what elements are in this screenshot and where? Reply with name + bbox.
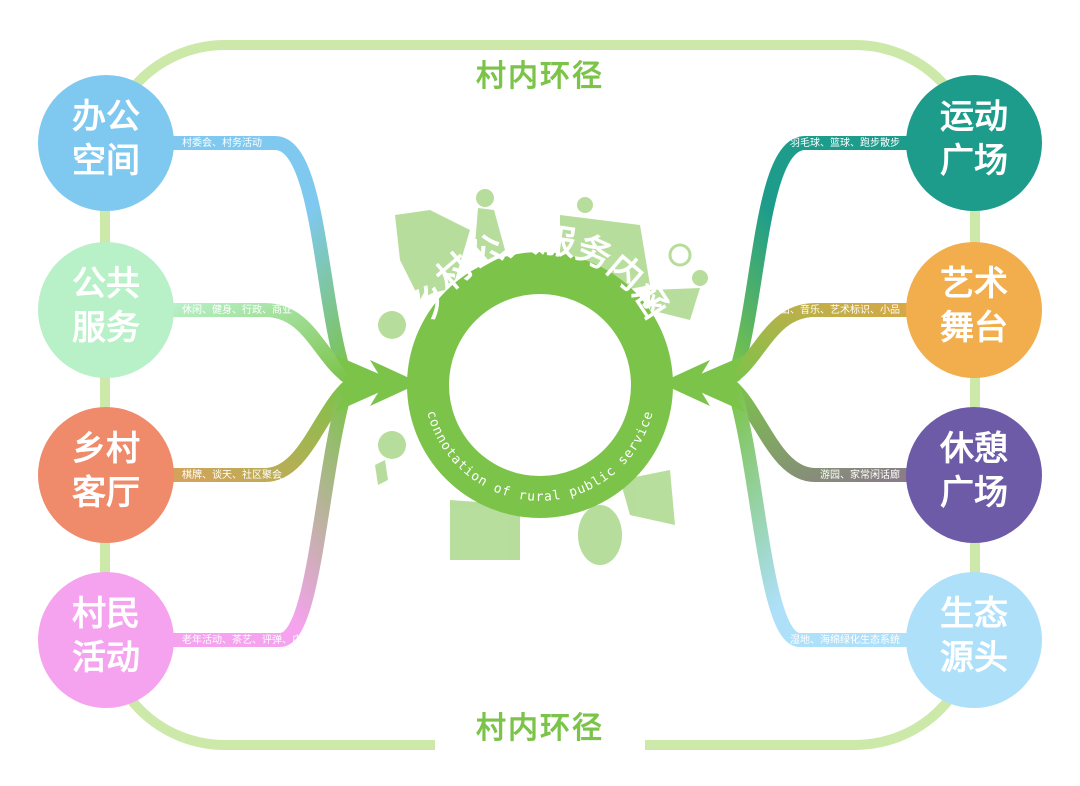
branch-curve-office xyxy=(153,136,352,382)
right-branches xyxy=(723,136,927,647)
node-circle xyxy=(38,242,174,378)
right-arrow-icon xyxy=(680,355,745,412)
node-circle xyxy=(38,407,174,543)
branch-label-office: 村委会、村务活动 xyxy=(182,136,262,149)
steam-icon xyxy=(375,460,388,485)
left-arrow-icon xyxy=(335,355,400,412)
node-public-service: 公共 服务 xyxy=(38,242,174,378)
node-line2: 活动 xyxy=(72,638,140,678)
node-line2: 广场 xyxy=(940,141,1008,181)
node-circle xyxy=(906,407,1042,543)
node-line2: 客厅 xyxy=(72,473,140,513)
node-line2: 源头 xyxy=(940,638,1008,678)
branch-curve-rest xyxy=(723,378,927,482)
node-line1: 运动 xyxy=(940,97,1008,137)
node-circle xyxy=(906,75,1042,211)
branch-curve-public xyxy=(153,303,357,385)
left-arrow-inner-icon xyxy=(370,360,420,406)
branch-curve-lounge xyxy=(153,378,357,482)
loop-label-bottom-bg xyxy=(435,700,645,750)
node-line1: 办公 xyxy=(72,97,140,137)
node-circle xyxy=(38,572,174,708)
branch-label-lounge: 棋牌、谈天、社区聚会 xyxy=(182,468,282,481)
center-subtitle: connotation of rural public service xyxy=(423,409,656,505)
node-sports-plaza: 运动 广场 xyxy=(906,75,1042,211)
branch-label-activity: 老年活动、茶艺、评弹、广场舞 xyxy=(182,633,322,646)
left-branches xyxy=(153,136,357,647)
node-line2: 服务 xyxy=(72,308,140,348)
node-village-lounge: 乡村 客厅 xyxy=(38,407,174,543)
node-line2: 广场 xyxy=(940,473,1008,513)
node-villager-activity: 村民 活动 xyxy=(38,572,174,708)
node-circle xyxy=(906,242,1042,378)
cyclist-icon xyxy=(620,470,675,525)
right-arrow-inner-icon xyxy=(660,360,710,406)
loop-label-top-bg xyxy=(435,50,645,100)
node-line2: 空间 xyxy=(72,141,140,181)
loop-label-bottom: 村内环径 xyxy=(476,711,604,746)
node-office-space: 办公 空间 xyxy=(38,75,174,211)
branch-label-sports: 乒乓球、羽毛球、篮球、跑步散步 xyxy=(750,136,900,149)
node-line1: 乡村 xyxy=(72,429,140,469)
tennis-player-body-icon xyxy=(650,288,700,320)
ball-icon xyxy=(378,431,406,459)
node-rest-plaza: 休憩 广场 xyxy=(906,407,1042,543)
racket-icon xyxy=(668,243,692,267)
branch-label-art: 演出、音乐、艺术标识、小品 xyxy=(770,303,900,316)
branch-label-public: 休闲、健身、行政、商业 xyxy=(182,303,292,316)
node-line1: 休憩 xyxy=(939,429,1008,469)
plant-icon xyxy=(378,311,406,339)
node-line1: 村民 xyxy=(72,594,140,634)
loop-label-top: 村内环径 xyxy=(476,59,604,94)
branch-curve-eco xyxy=(728,385,927,647)
walker-body-icon xyxy=(475,208,505,262)
center-ring xyxy=(407,252,673,518)
branch-curve-activity xyxy=(153,385,352,647)
leaf-icon xyxy=(578,505,622,565)
node-line1: 生态 xyxy=(940,594,1008,634)
node-art-stage: 艺术 舞台 xyxy=(906,242,1042,378)
branch-label-rest: 游园、家常闲话廊 xyxy=(820,468,900,481)
branch-curve-sports xyxy=(728,136,927,382)
node-circle xyxy=(906,572,1042,708)
branch-label-eco: 湿地、海绵绿化生态系统 xyxy=(790,633,900,646)
node-line1: 公共 xyxy=(72,264,140,304)
runner-head-icon xyxy=(577,197,593,213)
tennis-player-head-icon xyxy=(692,270,708,286)
children-group-icon xyxy=(450,500,520,560)
walker-head-icon xyxy=(476,189,494,207)
tree-silhouette-icon xyxy=(425,225,455,295)
branch-curve-art xyxy=(723,303,927,385)
node-circle xyxy=(38,75,174,211)
node-eco-source: 生态 源头 xyxy=(906,572,1042,708)
node-line2: 舞台 xyxy=(940,308,1008,348)
node-line1: 艺术 xyxy=(940,264,1008,304)
